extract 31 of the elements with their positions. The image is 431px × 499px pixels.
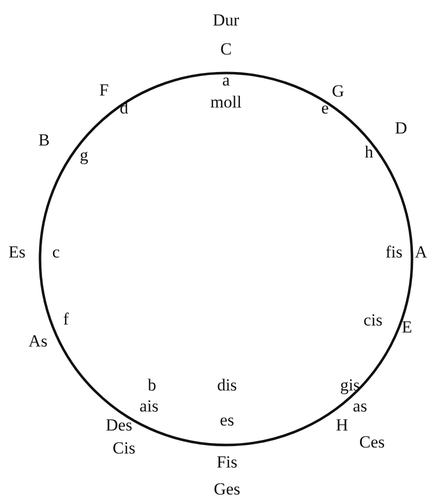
key-label: h	[364, 144, 374, 160]
key-label: dis	[217, 376, 237, 394]
key-label: D	[394, 120, 408, 136]
key-label: F	[99, 82, 109, 98]
key-label: fis	[386, 244, 402, 260]
key-label: b	[148, 376, 156, 394]
key-label: Ges	[214, 480, 240, 498]
key-label: e	[321, 100, 329, 116]
key-label: Des	[106, 416, 132, 434]
key-label: B	[38, 132, 50, 148]
key-label: As	[28, 332, 48, 350]
key-label: Fis	[216, 454, 238, 470]
key-label: Cis	[112, 440, 136, 456]
key-label: Dur	[212, 12, 240, 28]
key-label: H	[336, 416, 348, 434]
key-label: moll	[210, 94, 242, 110]
key-label: as	[352, 398, 368, 414]
key-label: cis	[364, 312, 382, 328]
key-label: Es	[8, 244, 26, 260]
key-label: g	[80, 146, 88, 164]
key-label: Ces	[359, 434, 385, 450]
key-label: G	[332, 82, 344, 100]
key-label: gis	[340, 376, 360, 394]
key-label: a	[222, 72, 230, 88]
key-label: ais	[140, 398, 158, 414]
key-label: f	[63, 310, 69, 328]
key-label: A	[414, 244, 428, 260]
key-label: E	[402, 318, 412, 336]
key-label: es	[220, 412, 234, 428]
key-label: c	[52, 244, 60, 260]
key-label: C	[220, 40, 232, 58]
